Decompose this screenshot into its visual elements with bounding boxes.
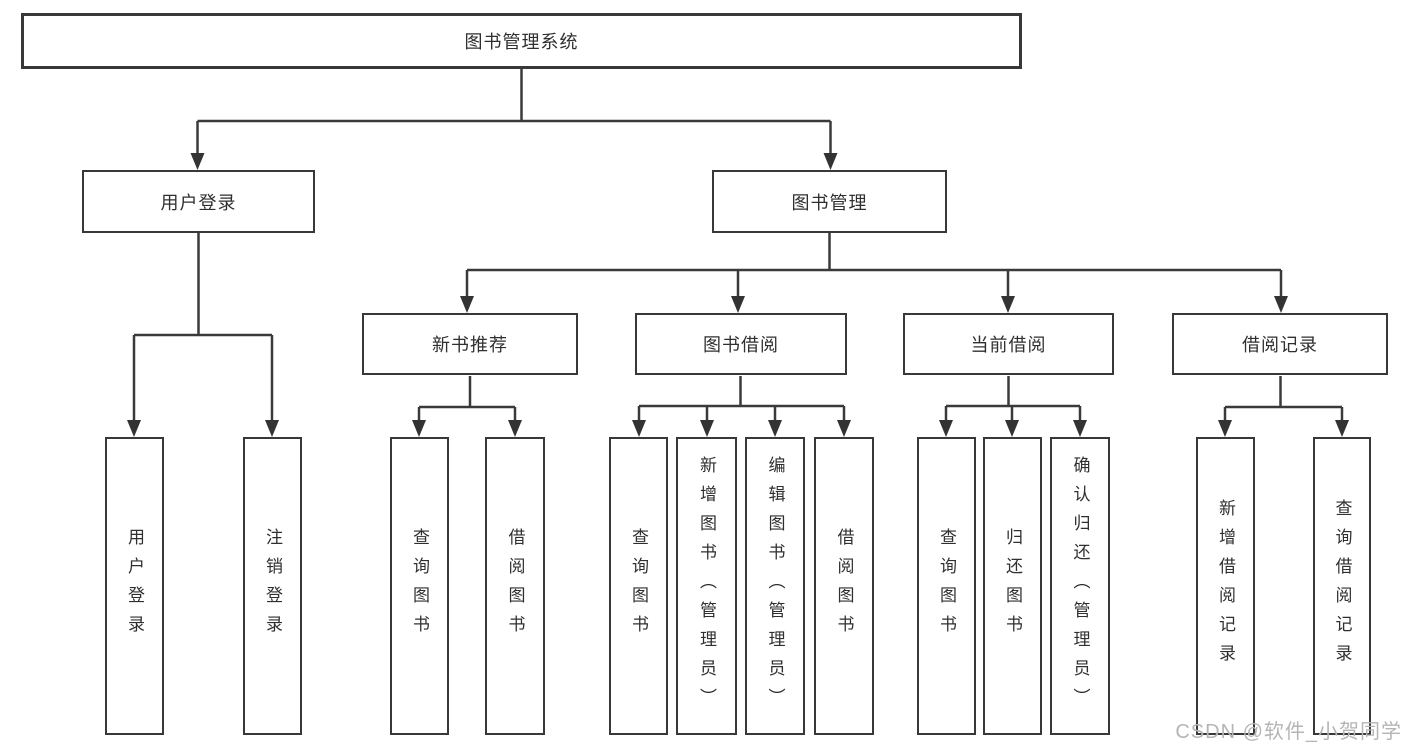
leaf-query-book-current-label: 查询图书 [937,528,956,644]
leaf-query-borrow-record: 查询借阅记录 [1313,437,1371,735]
node-user-login: 用户登录 [82,170,315,233]
leaf-edit-book-admin: 编辑图书（管理员） [745,437,805,735]
node-borrow-record: 借阅记录 [1172,313,1388,375]
leaf-query-book-borrow: 查询图书 [609,437,668,735]
node-book-borrow: 图书借阅 [635,313,847,375]
node-new-book-recommend: 新书推荐 [362,313,578,375]
leaf-query-book-current: 查询图书 [917,437,976,735]
node-current-borrow: 当前借阅 [903,313,1114,375]
leaf-add-borrow-record: 新增借阅记录 [1196,437,1255,735]
leaf-add-borrow-record-label: 新增借阅记录 [1216,499,1235,673]
leaf-query-borrow-record-label: 查询借阅记录 [1332,499,1352,673]
leaf-return-book-label: 归还图书 [1003,528,1022,644]
leaf-query-book-borrow-label: 查询图书 [629,528,648,644]
leaf-logout: 注销登录 [243,437,302,735]
node-book-management: 图书管理 [712,170,947,233]
csdn-watermark: CSDN @软件_小贺同学 [1175,721,1402,743]
leaf-borrow-book-recommend: 借阅图书 [485,437,545,735]
leaf-query-book-recommend: 查询图书 [390,437,449,735]
leaf-edit-book-admin-label: 编辑图书（管理员） [765,455,785,717]
leaf-return-book: 归还图书 [983,437,1042,735]
leaf-query-book-recommend-label: 查询图书 [410,528,429,644]
leaf-confirm-return-admin: 确认归还（管理员） [1050,437,1110,735]
leaf-user-login-label: 用户登录 [125,528,144,644]
leaf-confirm-return-admin-label: 确认归还（管理员） [1070,455,1090,717]
leaf-add-book-admin-label: 新增图书（管理员） [697,455,716,717]
leaf-borrow-book-label: 借阅图书 [834,528,854,644]
leaf-borrow-book: 借阅图书 [814,437,874,735]
leaf-user-login: 用户登录 [105,437,164,735]
leaf-borrow-book-recommend-label: 借阅图书 [505,528,525,644]
node-root-system: 图书管理系统 [21,13,1022,69]
leaf-logout-label: 注销登录 [263,528,282,644]
leaf-add-book-admin: 新增图书（管理员） [676,437,737,735]
